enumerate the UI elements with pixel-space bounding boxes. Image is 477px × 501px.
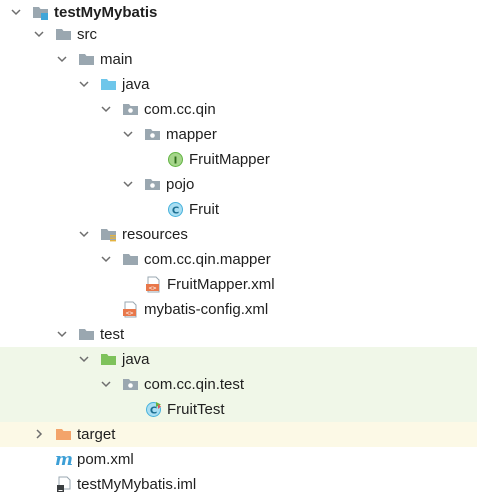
chevron-down-icon[interactable] [10, 6, 22, 18]
source-root-folder-icon [100, 76, 117, 93]
tree-row-label: pojo [166, 176, 195, 193]
project-module-icon [32, 4, 49, 21]
chevron-down-icon[interactable] [122, 178, 134, 190]
chevron-down-icon[interactable] [33, 28, 45, 40]
tree-row-iml[interactable]: testMyMybatis.iml [0, 472, 477, 497]
tree-row-package-com-cc-qin-test[interactable]: com.cc.qin.test [0, 372, 477, 397]
tree-row-label: mybatis-config.xml [144, 301, 269, 318]
chevron-down-icon[interactable] [56, 328, 68, 340]
folder-icon [78, 326, 95, 343]
tree-row-package-com-cc-qin[interactable]: com.cc.qin [0, 97, 477, 122]
chevron-down-icon[interactable] [122, 128, 134, 140]
tree-row-label: com.cc.qin.mapper [144, 251, 271, 268]
tree-row-main[interactable]: main [0, 47, 477, 72]
tree-row-label: resources [122, 226, 188, 243]
chevron-down-icon[interactable] [100, 378, 112, 390]
tree-row-label: pom.xml [77, 451, 134, 468]
chevron-down-icon[interactable] [78, 228, 90, 240]
svg-text:C: C [150, 405, 157, 416]
iml-file-icon [55, 476, 72, 493]
tree-row-label: com.cc.qin.test [144, 376, 245, 393]
xml-file-icon: <> [145, 276, 162, 293]
chevron-down-icon[interactable] [100, 253, 112, 265]
interface-icon: I [167, 151, 184, 168]
folder-icon [55, 26, 72, 43]
package-icon [122, 376, 139, 393]
tree-row-fruit-class[interactable]: C Fruit [0, 197, 477, 222]
tree-row-label: src [77, 26, 97, 43]
tree-row-fruittest-class[interactable]: C FruitTest [0, 397, 477, 422]
tree-row-label: testMyMybatis [54, 4, 158, 21]
tree-row-java-source[interactable]: java [0, 72, 477, 97]
tree-row-label: java [122, 76, 150, 93]
package-icon [122, 101, 139, 118]
tree-row-label: test [100, 326, 125, 343]
tree-row-pom-xml[interactable]: m pom.xml [0, 447, 477, 472]
excluded-folder-icon [55, 426, 72, 443]
test-class-icon: C [145, 401, 162, 418]
tree-row-src[interactable]: src [0, 22, 477, 47]
svg-text:m: m [55, 451, 73, 468]
tree-row-project-root[interactable]: testMyMybatis [0, 0, 477, 25]
resources-root-folder-icon [100, 226, 117, 243]
tree-row-label: java [122, 351, 150, 368]
package-icon [144, 176, 161, 193]
chevron-down-icon[interactable] [56, 53, 68, 65]
tree-row-fruitmapper-xml[interactable]: <> FruitMapper.xml [0, 272, 477, 297]
tree-row-target[interactable]: target [0, 422, 477, 447]
folder-icon [122, 251, 139, 268]
tree-row-label: mapper [166, 126, 217, 143]
tree-row-test[interactable]: test [0, 322, 477, 347]
tree-row-label: Fruit [189, 201, 219, 218]
tree-row-resources[interactable]: resources [0, 222, 477, 247]
tree-row-label: target [77, 426, 116, 443]
tree-row-folder-com-cc-qin-mapper[interactable]: com.cc.qin.mapper [0, 247, 477, 272]
tree-row-package-pojo[interactable]: pojo [0, 172, 477, 197]
tree-row-label: com.cc.qin [144, 101, 216, 118]
tree-row-label: FruitMapper [189, 151, 270, 168]
svg-text:I: I [174, 155, 178, 166]
folder-icon [78, 51, 95, 68]
svg-text:<>: <> [126, 309, 134, 317]
tree-row-java-test-root[interactable]: java [0, 347, 477, 372]
maven-icon: m [55, 451, 73, 468]
tree-row-label: testMyMybatis.iml [77, 476, 197, 493]
tree-row-label: main [100, 51, 133, 68]
tree-row-mybatis-config-xml[interactable]: <> mybatis-config.xml [0, 297, 477, 322]
test-root-folder-icon [100, 351, 117, 368]
svg-text:<>: <> [149, 284, 157, 292]
chevron-down-icon[interactable] [100, 103, 112, 115]
chevron-right-icon[interactable] [33, 428, 45, 440]
package-icon [144, 126, 161, 143]
tree-row-label: FruitMapper.xml [167, 276, 275, 293]
tree-row-label: FruitTest [167, 401, 225, 418]
xml-file-icon: <> [122, 301, 139, 318]
svg-text:C: C [172, 205, 179, 216]
tree-row-package-mapper[interactable]: mapper [0, 122, 477, 147]
chevron-down-icon[interactable] [78, 78, 90, 90]
tree-row-fruitmapper-interface[interactable]: I FruitMapper [0, 147, 477, 172]
chevron-down-icon[interactable] [78, 353, 90, 365]
class-icon: C [167, 201, 184, 218]
